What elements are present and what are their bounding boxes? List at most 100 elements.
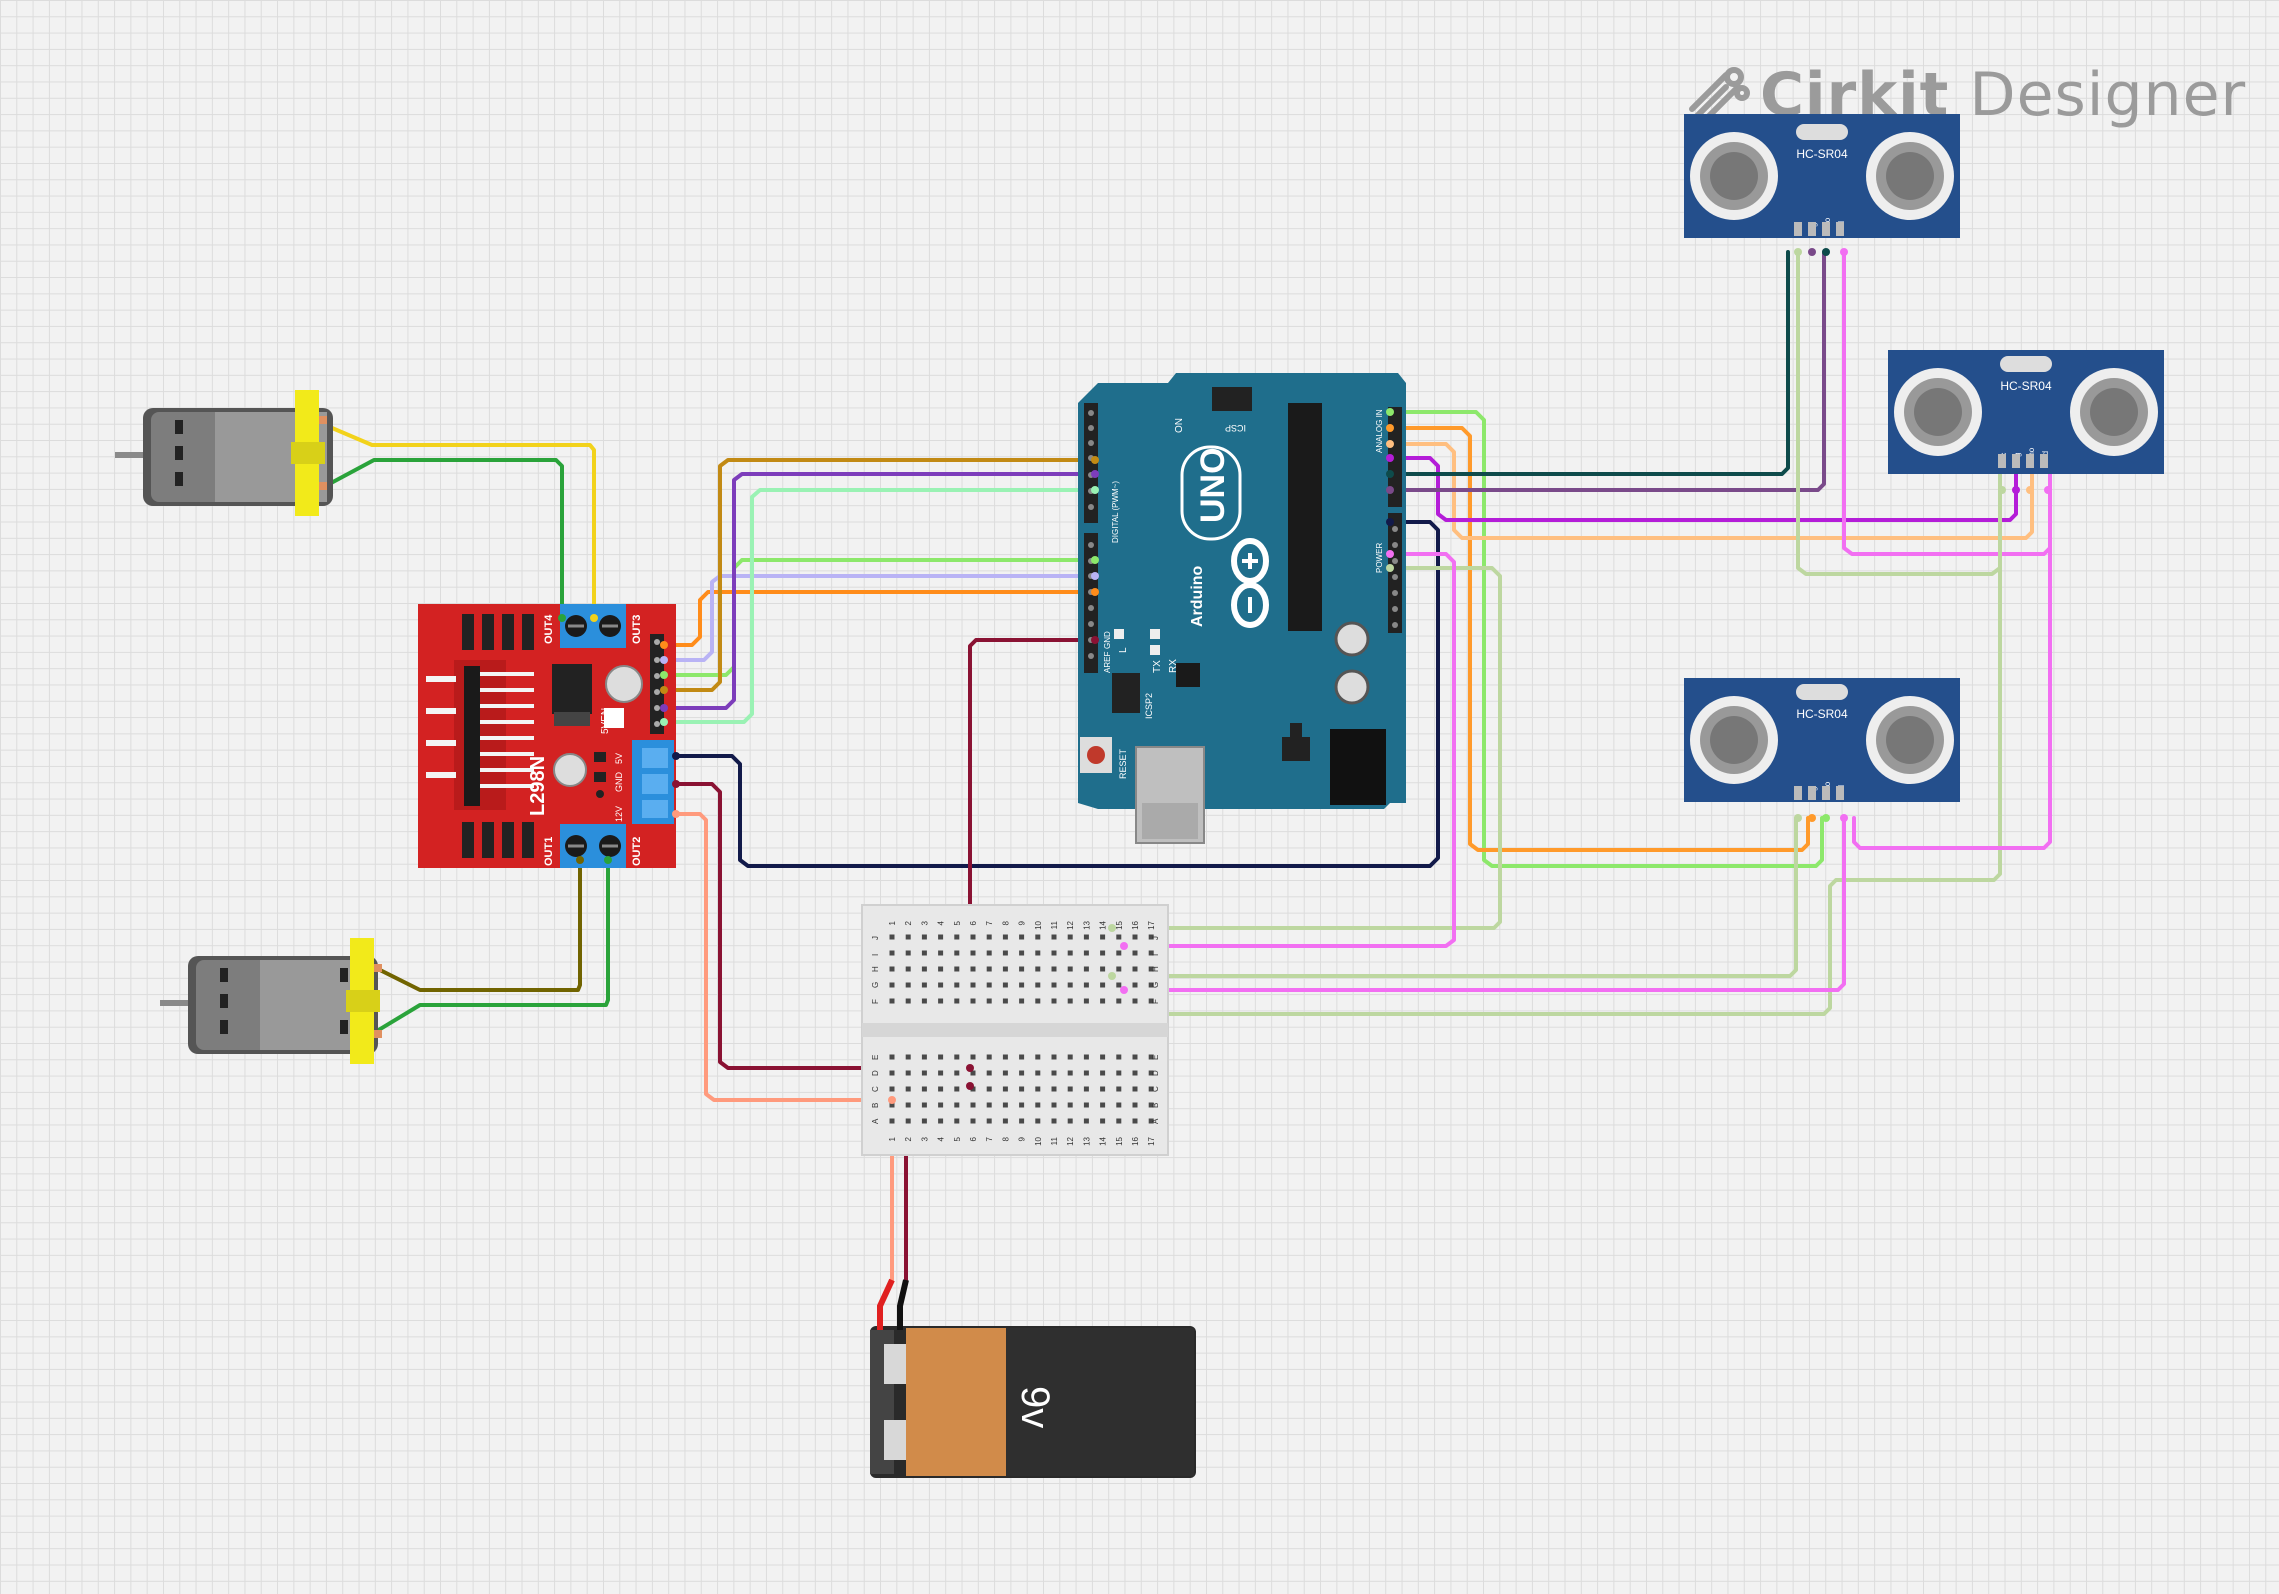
arduino-uno[interactable]: UNO Arduino ON ICSP ICSP2 RESET DIGITAL … [1078, 373, 1406, 844]
breadboard-hole[interactable] [1019, 1118, 1025, 1124]
breadboard-hole[interactable] [1067, 1070, 1073, 1076]
breadboard-hole[interactable] [905, 1054, 911, 1060]
breadboard-hole[interactable] [1019, 1054, 1025, 1060]
breadboard-hole[interactable] [938, 1086, 944, 1092]
breadboard-hole[interactable] [1116, 966, 1122, 972]
breadboard-hole[interactable] [889, 934, 895, 940]
breadboard-hole[interactable] [986, 1102, 992, 1108]
breadboard-hole[interactable] [1002, 982, 1008, 988]
breadboard-hole[interactable] [1019, 982, 1025, 988]
breadboard-hole[interactable] [1051, 934, 1057, 940]
wire-a3-magenta[interactable] [1388, 456, 2018, 522]
breadboard-hole[interactable] [1083, 1118, 1089, 1124]
breadboard-hole[interactable] [1132, 1054, 1138, 1060]
breadboard-hole[interactable] [1132, 982, 1138, 988]
breadboard-hole[interactable] [970, 1086, 976, 1092]
breadboard-hole[interactable] [986, 1118, 992, 1124]
breadboard-hole[interactable] [905, 1102, 911, 1108]
breadboard-hole[interactable] [905, 1086, 911, 1092]
breadboard-hole[interactable] [938, 1102, 944, 1108]
breadboard-hole[interactable] [1116, 998, 1122, 1004]
breadboard-hole[interactable] [1035, 1102, 1041, 1108]
breadboard-hole[interactable] [1148, 982, 1154, 988]
breadboard-hole[interactable] [1051, 1118, 1057, 1124]
breadboard-hole[interactable] [1100, 1070, 1106, 1076]
breadboard-hole[interactable] [938, 1118, 944, 1124]
breadboard-hole[interactable] [1002, 966, 1008, 972]
breadboard-hole[interactable] [1148, 1070, 1154, 1076]
hc-sr04-sensor-2[interactable]: HC-SR04 Vcc Trig Echo Gnd [1888, 350, 2164, 474]
breadboard-hole[interactable] [954, 1118, 960, 1124]
dc-motor-1[interactable] [115, 390, 333, 516]
breadboard-hole[interactable] [1019, 934, 1025, 940]
breadboard-hole[interactable] [1100, 950, 1106, 956]
breadboard-hole[interactable] [1083, 934, 1089, 940]
breadboard-hole[interactable] [1035, 950, 1041, 956]
wire-a1-orange[interactable] [1388, 426, 1810, 852]
breadboard-hole[interactable] [1083, 1086, 1089, 1092]
breadboard-hole[interactable] [1132, 966, 1138, 972]
breadboard-hole[interactable] [986, 934, 992, 940]
breadboard-hole[interactable] [986, 950, 992, 956]
breadboard-hole[interactable] [1067, 1118, 1073, 1124]
breadboard-hole[interactable] [954, 1086, 960, 1092]
breadboard-hole[interactable] [889, 966, 895, 972]
breadboard-hole[interactable] [1051, 1054, 1057, 1060]
breadboard-hole[interactable] [954, 982, 960, 988]
breadboard-hole[interactable] [954, 998, 960, 1004]
breadboard-hole[interactable] [938, 950, 944, 956]
breadboard-hole[interactable] [889, 1054, 895, 1060]
breadboard-hole[interactable] [1002, 1118, 1008, 1124]
breadboard-hole[interactable] [1132, 1086, 1138, 1092]
breadboard-hole[interactable] [1116, 1118, 1122, 1124]
breadboard-hole[interactable] [1019, 998, 1025, 1004]
breadboard-hole[interactable] [970, 982, 976, 988]
breadboard-hole[interactable] [1148, 934, 1154, 940]
breadboard-hole[interactable] [1148, 1054, 1154, 1060]
breadboard-hole[interactable] [1116, 1086, 1122, 1092]
wire-motor1-green[interactable] [316, 458, 564, 620]
breadboard-hole[interactable] [1067, 1086, 1073, 1092]
wire-driver-in-gold[interactable] [662, 458, 1097, 692]
hc-sr04-sensor-3[interactable]: HC-SR04 Vcc Trig Echo Gnd [1684, 678, 1960, 802]
breadboard-hole[interactable] [1019, 1102, 1025, 1108]
breadboard-hole[interactable] [970, 998, 976, 1004]
wire-driver-gnd-salmon[interactable] [674, 812, 892, 1102]
breadboard-hole[interactable] [1051, 982, 1057, 988]
breadboard-hole[interactable] [905, 998, 911, 1004]
breadboard-hole[interactable] [1083, 1054, 1089, 1060]
breadboard-hole[interactable] [1002, 1054, 1008, 1060]
breadboard-hole[interactable] [905, 1118, 911, 1124]
breadboard-hole[interactable] [921, 1054, 927, 1060]
wire-motor2-olive[interactable] [370, 858, 582, 992]
breadboard-hole[interactable] [1100, 1086, 1106, 1092]
breadboard-hole[interactable] [889, 982, 895, 988]
breadboard-hole[interactable] [1100, 1102, 1106, 1108]
breadboard-hole[interactable] [938, 934, 944, 940]
breadboard-hole[interactable] [1148, 1102, 1154, 1108]
breadboard-hole[interactable] [1067, 1102, 1073, 1108]
breadboard-hole[interactable] [1002, 1086, 1008, 1092]
breadboard-hole[interactable] [954, 950, 960, 956]
breadboard-hole[interactable] [1116, 1070, 1122, 1076]
breadboard-hole[interactable] [970, 934, 976, 940]
l298n-motor-driver[interactable]: L298N OUT4 OUT3 OUT1 OUT2 5VEN 12V GND 5… [418, 604, 676, 868]
breadboard-hole[interactable] [1019, 950, 1025, 956]
wire-motor2-green[interactable] [370, 858, 610, 1036]
breadboard-hole[interactable] [1116, 1102, 1122, 1108]
breadboard-hole[interactable] [1100, 934, 1106, 940]
breadboard-hole[interactable] [1132, 950, 1138, 956]
breadboard-hole[interactable] [921, 982, 927, 988]
breadboard-hole[interactable] [1051, 1086, 1057, 1092]
breadboard-hole[interactable] [986, 1054, 992, 1060]
breadboard-hole[interactable] [1035, 982, 1041, 988]
breadboard-hole[interactable] [1035, 1086, 1041, 1092]
breadboard-hole[interactable] [1035, 998, 1041, 1004]
breadboard-hole[interactable] [1035, 966, 1041, 972]
breadboard-hole[interactable] [1132, 1070, 1138, 1076]
wire-driver-in-purple[interactable] [662, 472, 1097, 710]
wire-driver-gnd-navy[interactable] [674, 520, 1440, 868]
breadboard-hole[interactable] [889, 1086, 895, 1092]
wire-driver-in-orange1[interactable] [662, 590, 1097, 647]
